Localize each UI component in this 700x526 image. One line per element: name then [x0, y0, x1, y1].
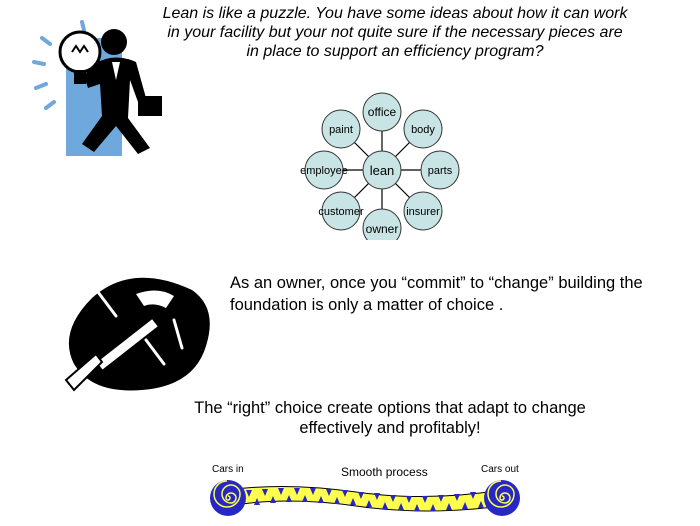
node-center: lean	[362, 150, 402, 190]
node-insurer: insurer	[403, 191, 443, 231]
node-customer-label: customer	[318, 206, 364, 218]
intro-line-3: in place to support an efficiency progra…	[246, 43, 544, 60]
intro-text: Lean is like a puzzle. You have some ide…	[160, 4, 630, 61]
node-parts: parts	[420, 150, 460, 190]
node-owner: owner	[362, 208, 402, 240]
cars-out-label: Cars out	[481, 464, 519, 475]
process-band	[227, 485, 503, 512]
right-choice-text: The “right” choice create options that a…	[160, 398, 620, 438]
diagram-nodes: lean office body parts insurer owner cus…	[300, 92, 460, 240]
owner-text: As an owner, once you “commit” to “chang…	[230, 272, 680, 316]
node-office: office	[362, 92, 402, 132]
hammer-nails-icon	[64, 277, 210, 392]
cars-out-spiral-icon	[484, 480, 520, 516]
process-triangles	[246, 488, 484, 511]
businessman-lightbulb-icon	[32, 20, 162, 156]
right-choice-line-2: effectively and profitably!	[299, 419, 481, 437]
node-employee: employee	[300, 150, 348, 190]
cars-in-spiral-icon	[210, 480, 246, 516]
intro-line-1: Lean is like a puzzle. You have some ide…	[162, 5, 628, 22]
node-body: body	[403, 109, 443, 149]
node-paint: paint	[321, 109, 361, 149]
node-body-label: body	[411, 124, 435, 136]
lean-diagram: lean office body parts insurer owner cus…	[300, 92, 460, 240]
cars-in-label: Cars in	[212, 464, 244, 475]
smooth-process-graphic	[210, 480, 520, 516]
node-center-label: lean	[370, 163, 395, 178]
node-employee-label: employee	[300, 165, 348, 177]
node-parts-label: parts	[428, 165, 453, 177]
intro-line-2: in your facility but your not quite sure…	[167, 24, 623, 41]
right-choice-line-1: The “right” choice create options that a…	[194, 399, 586, 417]
smooth-process-label: Smooth process	[341, 465, 428, 479]
owner-text-line-2: foundation is only a matter of choice .	[230, 296, 504, 314]
owner-text-line-1: As an owner, once you “commit” to “chang…	[230, 274, 643, 292]
node-office-label: office	[368, 105, 397, 119]
node-customer: customer	[318, 191, 364, 231]
node-insurer-label: insurer	[406, 206, 440, 218]
node-paint-label: paint	[329, 124, 353, 136]
node-owner-label: owner	[366, 222, 399, 236]
